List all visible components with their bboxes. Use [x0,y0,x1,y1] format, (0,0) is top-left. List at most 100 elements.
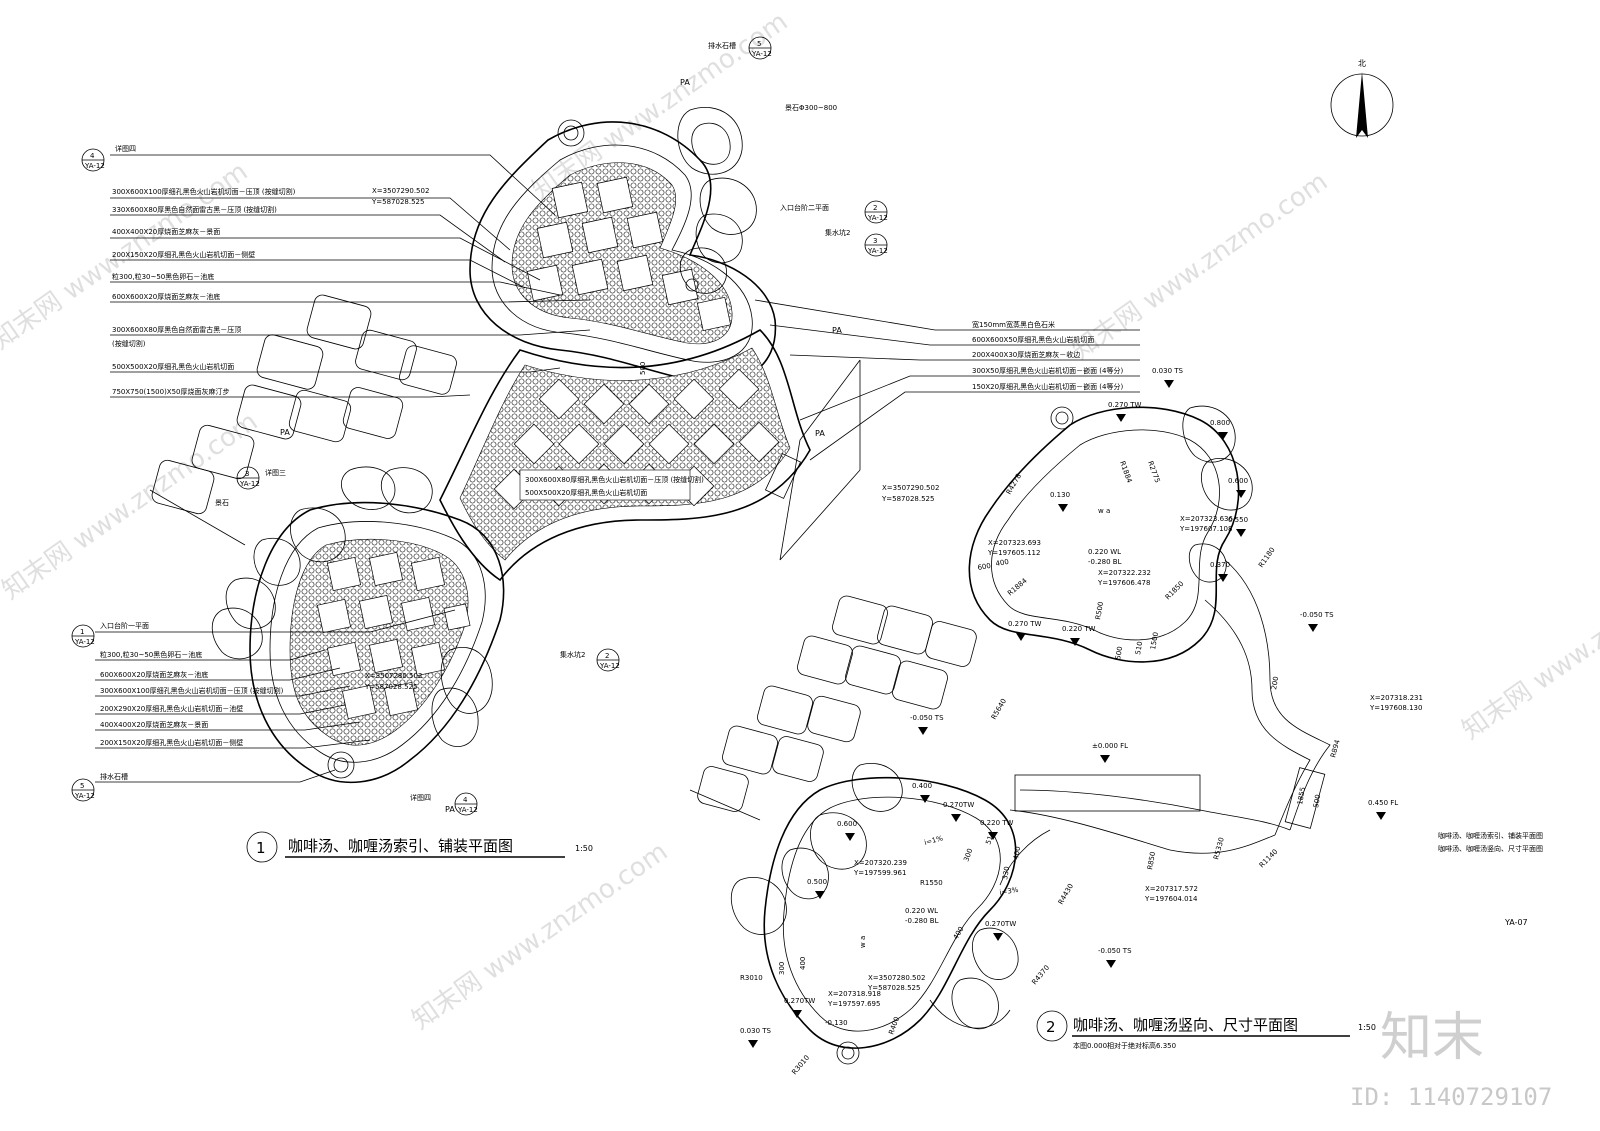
svg-text:0.270TW: 0.270TW [784,997,815,1005]
svg-text:5: 5 [80,782,84,790]
plan-2-note: 本图0.000相对于绝对标高6.350 [1073,1041,1176,1050]
watermark-text: 知末网 www.znzmo.com [407,837,673,1036]
svg-text:200: 200 [1270,676,1280,691]
middle-paving [439,329,811,582]
svg-text:0.270 TW: 0.270 TW [1008,620,1042,628]
svg-text:R3010: R3010 [790,1054,811,1077]
svg-text:R5640: R5640 [990,697,1008,721]
svg-text:0.600: 0.600 [837,820,857,828]
svg-text:510: 510 [1134,641,1144,656]
svg-text:±0.000 FL: ±0.000 FL [1092,742,1128,750]
svg-text:R5330: R5330 [1212,837,1226,861]
stepping-stones-left [149,294,457,546]
pool-sw-outer [763,776,1017,1049]
svg-text:X=207323.636: X=207323.636 [1180,515,1234,523]
svg-text:200X150X20厚细孔黑色火山岩机切面－侧壁: 200X150X20厚细孔黑色火山岩机切面－侧壁 [100,738,243,747]
svg-text:YA-12: YA-12 [457,806,478,814]
svg-text:0.800: 0.800 [1210,419,1230,427]
svg-text:300X600X80厚细孔黑色火山岩机切面－压顶 (按缝切割: 300X600X80厚细孔黑色火山岩机切面－压顶 (按缝切割) [525,475,704,484]
water-symbol: w a [859,936,867,948]
svg-text:0.220 TW: 0.220 TW [980,819,1014,827]
dimension-labels: 600 400 500 510 1500 200 1855 500 400 30… [778,558,1322,975]
pool-ne-outer [968,406,1240,663]
svg-text:1500: 1500 [1149,631,1160,650]
svg-text:R500: R500 [1094,601,1105,620]
svg-text:R894: R894 [1329,738,1342,758]
svg-text:600X600X20厚烧面芝麻灰－池底: 600X600X20厚烧面芝麻灰－池底 [112,292,220,301]
index-marker: 4YA-12 [454,792,478,816]
svg-text:400X400X20厚烧面芝麻灰－景面: 400X400X20厚烧面芝麻灰－景面 [112,227,220,236]
detail4-label: 详图四 [410,793,431,802]
svg-text:600X600X20厚烧面芝麻灰－池底: 600X600X20厚烧面芝麻灰－池底 [100,670,208,679]
svg-text:YA-12: YA-12 [74,792,95,800]
svg-text:R4278: R4278 [1005,472,1023,496]
svg-text:1: 1 [80,628,84,636]
svg-text:330: 330 [1001,866,1011,881]
svg-text:X=3507280.502: X=3507280.502 [365,672,422,680]
plan-1-scale: 1:50 [575,844,593,853]
svg-text:R3010: R3010 [740,974,763,982]
legend-list-item: 咖啡汤、咖喱汤索引、铺装平面图 [1438,831,1543,840]
north-arrow: 北 [1330,59,1394,138]
svg-text:0.370: 0.370 [1210,561,1230,569]
svg-text:200X290X20厚细孔黑色火山岩机切面－池壁: 200X290X20厚细孔黑色火山岩机切面－池壁 [100,704,243,713]
svg-text:300X50厚细孔黑色火山岩机切面－嵌面 (4等分): 300X50厚细孔黑色火山岩机切面－嵌面 (4等分) [972,366,1123,375]
index-marker: 5YA-12 [71,778,95,802]
index-marker: 4YA-12 [81,148,105,172]
svg-text:0.220 TW: 0.220 TW [1062,625,1096,633]
leaders-right [754,299,1140,461]
svg-text:0.270TW: 0.270TW [985,920,1016,928]
svg-text:5: 5 [757,40,761,48]
pa-label: PA [832,326,842,335]
svg-text:0.400: 0.400 [912,782,932,790]
watermark-text: 知末网 www.znzmo.com [1457,547,1600,746]
stepping-stones-plan2 [689,595,977,821]
pa-label: PA [280,428,290,437]
svg-text:粒300,粒30~50黑色卵石－池底: 粒300,粒30~50黑色卵石－池底 [100,650,202,659]
top-drain-label: 排水石槽 [708,41,736,50]
svg-text:Y=197604.014: Y=197604.014 [1144,895,1198,903]
svg-text:4: 4 [463,796,468,804]
svg-text:0.220 WL: 0.220 WL [1088,548,1121,556]
svg-text:4: 4 [90,152,95,160]
slope-label: i=3% [999,886,1019,897]
svg-text:400: 400 [1012,846,1022,861]
svg-text:0.270TW: 0.270TW [943,801,974,809]
boulder-label: 景石Φ300~800 [785,104,837,112]
svg-text:-0.280 BL: -0.280 BL [905,917,939,925]
svg-text:0.600: 0.600 [1228,477,1248,485]
svg-text:400: 400 [799,957,807,970]
svg-text:R1180: R1180 [1257,546,1277,569]
svg-text:2: 2 [1046,1018,1056,1036]
svg-text:0.450 FL: 0.450 FL [1368,799,1398,807]
svg-text:R850: R850 [1146,851,1157,870]
svg-text:YA-12: YA-12 [867,247,888,255]
boulders-plan2 [731,405,1253,1030]
index-markers-plan1: 5YA-12 4YA-12 2YA-12 3YA-12 3YA-12 1YA-1… [71,36,888,816]
svg-text:400X400X20厚烧面芝麻灰－景面: 400X400X20厚烧面芝麻灰－景面 [100,720,208,729]
svg-text:150X20厚细孔黑色火山岩机切面－嵌面 (4等分): 150X20厚细孔黑色火山岩机切面－嵌面 (4等分) [972,382,1123,391]
svg-text:Y=197607.108: Y=197607.108 [1179,525,1232,533]
svg-text:X=207320.239: X=207320.239 [854,859,907,867]
svg-text:0.550: 0.550 [1228,516,1248,524]
svg-text:500X500X20厚细孔黑色火山岩机切面: 500X500X20厚细孔黑色火山岩机切面 [525,488,647,497]
svg-text:X=3507280.502: X=3507280.502 [868,974,925,982]
svg-text:(按缝切割): (按缝切割) [112,339,146,348]
sheet-number: YA-07 [1504,918,1528,927]
pa-label: PA [815,429,825,438]
svg-text:Y=197608.130: Y=197608.130 [1369,704,1422,712]
dim-label: 500 [639,362,647,375]
callouts-right: 宽150mm宽蒸黑白色石米 600X600X50厚细孔黑色火山岩机切面 200X… [972,320,1123,391]
svg-text:0.220 WL: 0.220 WL [905,907,938,915]
svg-text:500: 500 [1114,646,1124,661]
svg-text:-0.050 TS: -0.050 TS [1098,947,1132,955]
svg-text:YA-12: YA-12 [867,214,888,222]
svg-text:200X400X30厚烧面芝麻灰－收边: 200X400X30厚烧面芝麻灰－收边 [972,350,1080,359]
plan-2-scale: 1:50 [1358,1023,1376,1032]
legend-list-item: 咖啡汤、咖喱汤竖向、尺寸平面图 [1438,844,1543,853]
plan-1-title: 1 咖啡汤、咖喱汤索引、铺装平面图 1:50 [246,831,593,863]
slope-label: i=1% [923,834,944,847]
level-markers: 0.030 TS 0.270 TW 0.800 0.600 0.550 0.37… [740,367,1398,1048]
svg-text:300X600X100厚细孔黑色火山岩机切面－压顶 (按缝切: 300X600X100厚细孔黑色火山岩机切面－压顶 (按缝切割) [112,187,296,196]
index-marker: 3YA-12 [236,466,260,490]
